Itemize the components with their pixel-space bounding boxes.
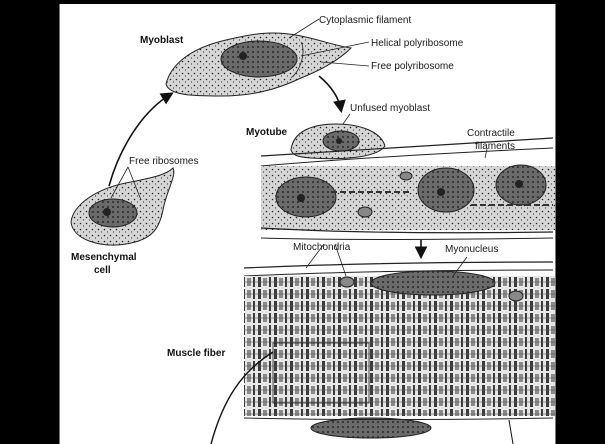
label-helical-polyribosome: Helical polyribosome	[371, 38, 464, 49]
diagram-panel: Myoblast Cytoplasmic filament Helical po…	[59, 4, 556, 444]
label-mitochondria: Mitochondria	[293, 242, 351, 253]
myotube	[261, 138, 555, 240]
label-muscle-fiber: Muscle fiber	[167, 348, 225, 359]
label-mesenchymal-line1: Mesenchymal	[71, 252, 137, 263]
label-free-ribosomes: Free ribosomes	[129, 156, 198, 167]
label-myoblast: Myoblast	[140, 35, 184, 46]
myogenesis-diagram: Myoblast Cytoplasmic filament Helical po…	[60, 4, 555, 444]
label-contractile-filaments-line2: filaments	[475, 141, 515, 152]
myoblast-cell	[166, 33, 351, 96]
label-contractile-filaments-line1: Contractile	[467, 128, 515, 139]
label-cytoplasmic-filament: Cytoplasmic filament	[319, 15, 411, 26]
label-myonucleus: Myonucleus	[445, 244, 498, 255]
label-myotube: Myotube	[246, 127, 288, 138]
label-free-polyribosome: Free polyribosome	[371, 61, 454, 72]
muscle-fiber	[244, 262, 555, 438]
mesenchymal-cell	[71, 168, 174, 245]
label-mesenchymal-line2: cell	[94, 265, 111, 276]
label-unfused-myoblast: Unfused myoblast	[350, 103, 430, 114]
